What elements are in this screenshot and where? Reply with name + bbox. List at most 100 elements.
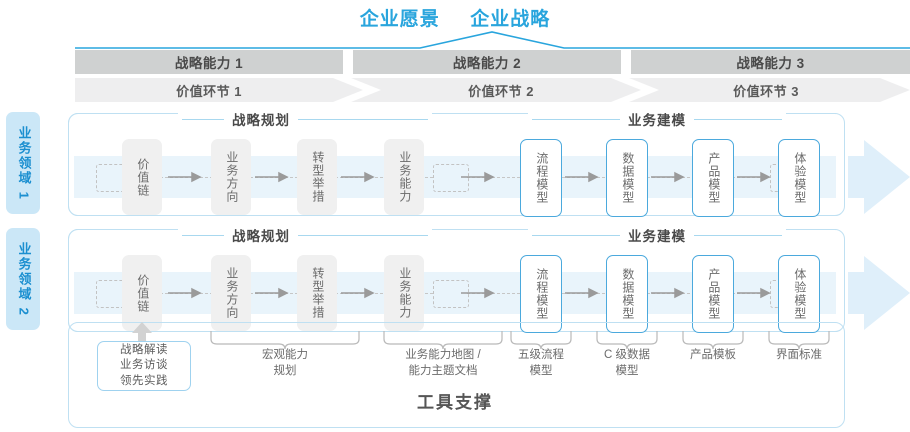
deliverable-label-data-model: C 级数据 模型 <box>587 348 667 379</box>
deliverable-macro-line2: 规划 <box>273 364 297 377</box>
node-2-6[interactable]: 数据模型 <box>606 255 648 333</box>
flow-arrow-1-3 <box>341 171 375 183</box>
node-1-2-label: 业务方向 <box>224 151 239 203</box>
node-1-8[interactable]: 体验模型 <box>778 139 820 217</box>
flow-arrow-2-3 <box>341 287 375 299</box>
sidebar-item-domain-2[interactable]: 业务领域 2 <box>6 228 40 330</box>
page-title: 企业愿景 企业战略 <box>0 4 910 31</box>
node-1-4-label: 业务能力 <box>397 151 412 203</box>
flow-arrow-2-7 <box>737 287 771 299</box>
node-2-4-label: 业务能力 <box>397 267 412 319</box>
node-1-6[interactable]: 数据模型 <box>606 139 648 217</box>
node-2-5[interactable]: 流程模型 <box>520 255 562 333</box>
deliverable-label-ui-standard: 界面标准 <box>759 348 839 364</box>
node-1-8-label: 体验模型 <box>792 152 807 204</box>
section-head-2-modeling: 业务建模 <box>528 225 786 245</box>
node-1-1-label: 价值链 <box>135 157 150 197</box>
node-1-7[interactable]: 产品模型 <box>692 139 734 217</box>
capability-bar-3[interactable]: 战略能力 3 <box>631 50 910 74</box>
node-1-6-label: 数据模型 <box>620 152 635 204</box>
section-1-strategy-title: 战略规划 <box>232 113 290 128</box>
flow-arrow-1-6 <box>651 171 685 183</box>
deliverable-label-process-model: 五级流程 模型 <box>501 348 581 379</box>
flow-arrow-2-1 <box>168 287 202 299</box>
value-chain-bar-2-label: 价值环节 2 <box>468 83 534 99</box>
node-2-2-label: 业务方向 <box>224 267 239 319</box>
deliverable-product-line1: 产品模板 <box>690 349 736 361</box>
deliverable-process-line1: 五级流程 <box>518 349 564 361</box>
deliverable-macro-line1: 宏观能力 <box>262 349 308 361</box>
section-2-modeling-title: 业务建模 <box>628 229 686 244</box>
note-up-arrow-icon <box>132 322 152 348</box>
section-2-strategy-title: 战略规划 <box>232 229 290 244</box>
capability-bar-1[interactable]: 战略能力 1 <box>75 50 343 74</box>
deliverable-label-capability-map: 业务能力地图 / 能力主题文档 <box>358 348 528 379</box>
node-1-2[interactable]: 业务方向 <box>211 139 251 215</box>
deliverable-data-line2: 模型 <box>615 364 639 377</box>
node-2-1-label: 价值链 <box>135 273 150 313</box>
section-1-modeling-title: 业务建模 <box>628 113 686 128</box>
row-1-right-mask <box>836 113 848 214</box>
capability-bar-3-label: 战略能力 3 <box>736 56 805 71</box>
node-2-8-label: 体验模型 <box>792 268 807 320</box>
flow-arrow-1-7 <box>737 171 771 183</box>
strategy-label: 企业战略 <box>470 9 551 30</box>
flow-arrow-1-4 <box>461 171 495 183</box>
note-box-strategy-inputs[interactable]: 战略解读 业务访谈 领先实践 <box>97 341 191 391</box>
node-1-5[interactable]: 流程模型 <box>520 139 562 217</box>
deliverable-process-line2: 模型 <box>529 364 553 377</box>
capability-bar-2-label: 战略能力 2 <box>452 56 522 71</box>
placeholder-box-1b <box>433 164 469 192</box>
flow-arrow-2-4 <box>461 287 495 299</box>
section-head-2-strategy: 战略规划 <box>178 225 432 245</box>
bracket-capability-map <box>383 331 503 349</box>
placeholder-box-2b <box>433 280 469 308</box>
node-1-4[interactable]: 业务能力 <box>384 139 424 215</box>
flow-arrow-1-5 <box>565 171 599 183</box>
domain-row-1-border <box>68 113 845 216</box>
bracket-process-model <box>510 331 572 349</box>
deliverable-data-line1: C 级数据 <box>604 349 650 361</box>
flow-arrow-1-1 <box>168 171 202 183</box>
value-chain-bar-1[interactable]: 价值环节 1 <box>75 78 343 102</box>
node-2-5-label: 流程模型 <box>534 268 549 320</box>
row-2-right-mask <box>836 229 848 330</box>
capability-bar-2[interactable]: 战略能力 2 <box>353 50 621 74</box>
node-2-1[interactable]: 价值链 <box>122 255 162 331</box>
node-2-3[interactable]: 转型举措 <box>297 255 337 331</box>
deliverable-label-macro-capability: 宏观能力 规划 <box>225 348 345 379</box>
deliverable-label-product-template: 产品模板 <box>673 348 753 364</box>
note-line-2: 业务访谈 <box>120 359 168 372</box>
vision-label: 企业愿景 <box>359 9 440 30</box>
node-1-3[interactable]: 转型举措 <box>297 139 337 215</box>
value-chain-bar-3[interactable]: 价值环节 3 <box>641 78 891 102</box>
deliverable-map-line2: 能力主题文档 <box>408 364 478 377</box>
note-line-1: 战略解读 <box>120 343 168 356</box>
node-2-8[interactable]: 体验模型 <box>778 255 820 333</box>
node-1-7-label: 产品模型 <box>706 152 721 204</box>
value-chain-bar-2[interactable]: 价值环节 2 <box>367 78 635 102</box>
node-2-2[interactable]: 业务方向 <box>211 255 251 331</box>
domain-2-label: 业务领域 2 <box>16 241 32 317</box>
sidebar-item-domain-1[interactable]: 业务领域 1 <box>6 112 40 214</box>
capability-bar-row: 战略能力 1 战略能力 2 战略能力 3 <box>75 50 910 74</box>
section-head-1-modeling: 业务建模 <box>528 109 786 129</box>
deliverable-map-line1: 业务能力地图 / <box>405 349 481 361</box>
value-chain-shape <box>75 78 910 102</box>
node-2-3-label: 转型举措 <box>310 267 325 319</box>
flow-arrow-2-6 <box>651 287 685 299</box>
value-chain-bar-row: 价值环节 1 价值环节 2 价值环节 3 <box>75 78 910 102</box>
domain-row-2-border <box>68 229 845 332</box>
vision-connector-line <box>75 31 910 49</box>
node-2-7[interactable]: 产品模型 <box>692 255 734 333</box>
node-1-1[interactable]: 价值链 <box>122 139 162 215</box>
node-2-4[interactable]: 业务能力 <box>384 255 424 331</box>
node-2-7-label: 产品模型 <box>706 268 721 320</box>
bracket-ui-standard <box>768 331 830 349</box>
deliverable-ui-line1: 界面标准 <box>776 349 822 361</box>
flow-arrow-1-2 <box>255 171 289 183</box>
domain-1-label: 业务领域 1 <box>16 125 32 201</box>
section-head-1-strategy: 战略规划 <box>178 109 432 129</box>
flow-arrow-2-5 <box>565 287 599 299</box>
